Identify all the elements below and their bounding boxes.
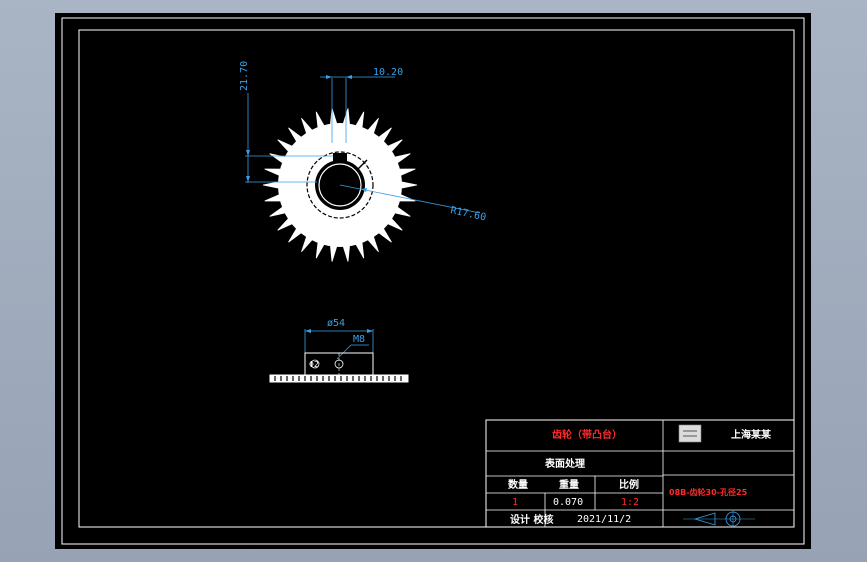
part-name: 齿轮（带凸台） bbox=[552, 428, 622, 441]
drawing-date: 2021/11/2 bbox=[577, 514, 631, 525]
outer-frame bbox=[61, 17, 805, 545]
weight-value: 0.070 bbox=[553, 497, 583, 508]
inner-frame bbox=[78, 29, 795, 528]
side-hole-center bbox=[334, 359, 344, 369]
keyway-dimension-label: 10.20 bbox=[373, 67, 403, 78]
radius-dimension-label: R17.60 bbox=[449, 205, 487, 223]
qty-value: 1 bbox=[512, 497, 518, 508]
company-name: 上海某某 bbox=[731, 428, 772, 441]
thread-dimension-label: M8 bbox=[353, 334, 365, 345]
cad-drawing: 10.20 21.70 R17.60 ø54 M8 bbox=[61, 17, 805, 545]
side-hole-left bbox=[310, 359, 320, 369]
projection-symbol-icon bbox=[683, 510, 755, 528]
surface-treatment: 表面处理 bbox=[544, 457, 585, 470]
height-dimension-label: 21.70 bbox=[239, 61, 250, 91]
drawing-sheet: 10.20 21.70 R17.60 ø54 M8 bbox=[55, 13, 811, 549]
title-block: 齿轮（带凸台） 上海某某 表面处理 数量 重量 比例 1 0.070 1:2 0… bbox=[485, 419, 795, 528]
gear-rim-section bbox=[269, 374, 409, 383]
front-dimensions: 10.20 21.70 R17.60 bbox=[239, 61, 487, 224]
set-screw-line bbox=[356, 159, 368, 171]
scale-header: 比例 bbox=[619, 478, 639, 491]
qty-header: 数量 bbox=[508, 478, 528, 491]
diameter-dimension-label: ø54 bbox=[327, 318, 345, 329]
company-logo-icon bbox=[678, 424, 702, 443]
design-check-label: 设计 校核 bbox=[510, 513, 553, 526]
boss-circle bbox=[306, 151, 374, 219]
scale-value: 1:2 bbox=[621, 497, 639, 508]
bore-inner-circle bbox=[318, 163, 362, 207]
drawing-number: 08B-齿轮30-孔径25 bbox=[669, 487, 748, 497]
rim-tooth-marks bbox=[274, 376, 402, 381]
weight-header: 重量 bbox=[559, 478, 579, 491]
gear-side-view: ø54 M8 Φ2 bbox=[269, 318, 409, 383]
side-hole-label: Φ2 bbox=[309, 360, 319, 369]
keyway bbox=[333, 153, 347, 163]
